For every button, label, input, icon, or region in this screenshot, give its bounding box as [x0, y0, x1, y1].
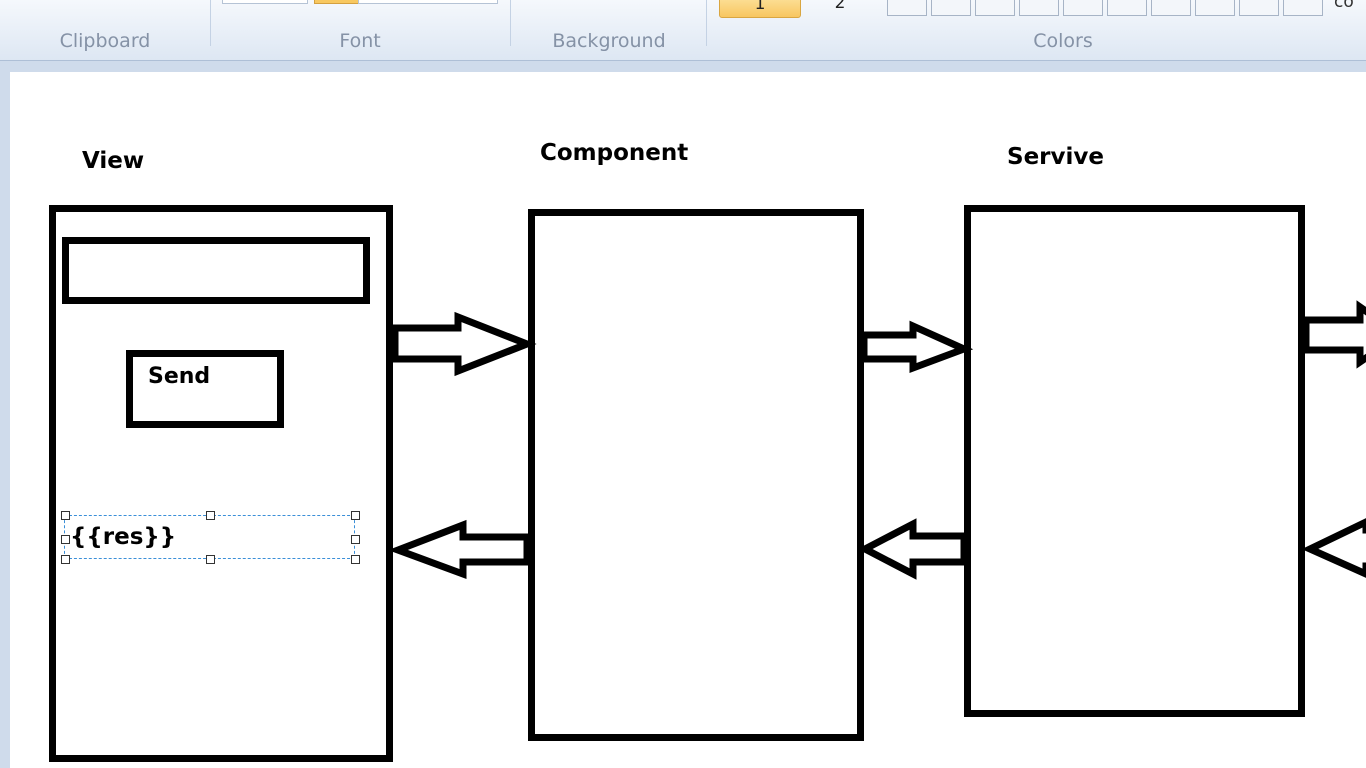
color-swatch[interactable] [931, 0, 971, 16]
color-1-button[interactable]: 1 [719, 0, 801, 18]
ribbon-separator [510, 0, 511, 46]
color-swatch[interactable] [1239, 0, 1279, 16]
color-swatch[interactable] [1107, 0, 1147, 16]
service-box [964, 205, 1305, 717]
color-swatch[interactable] [1195, 0, 1235, 16]
font-size-box[interactable] [358, 0, 498, 4]
group-label-colors: Colors [1033, 30, 1093, 52]
group-label-clipboard: Clipboard [59, 30, 151, 52]
res-text: {{res}} [70, 524, 177, 550]
ribbon-separator [706, 0, 707, 46]
arrow-left-icon [1301, 518, 1366, 578]
color-swatch[interactable] [1151, 0, 1191, 16]
arrow-left-icon [388, 519, 531, 580]
selection-handle[interactable] [206, 511, 215, 520]
edit-colors-label[interactable]: co [1334, 0, 1354, 12]
color-swatch[interactable] [975, 0, 1015, 16]
send-label: Send [148, 364, 211, 389]
selection-handle[interactable] [61, 511, 70, 520]
color-swatch[interactable] [1283, 0, 1323, 16]
selection-handle[interactable] [61, 555, 70, 564]
color-swatch[interactable] [1063, 0, 1103, 16]
arrow-right-icon [1302, 300, 1366, 369]
view-title: View [82, 148, 145, 174]
arrow-right-icon [391, 311, 537, 377]
input-field-box [62, 237, 370, 304]
group-label-background: Background [552, 30, 666, 52]
color-swatch[interactable] [1019, 0, 1059, 16]
color-2-button[interactable]: 2 [834, 0, 846, 13]
selection-handle[interactable] [351, 535, 360, 544]
selection-handle[interactable] [351, 555, 360, 564]
font-family-box[interactable] [222, 0, 308, 4]
selection-handle[interactable] [351, 511, 360, 520]
arrow-left-icon [857, 518, 968, 580]
color-swatch[interactable] [887, 0, 927, 16]
ribbon-separator [210, 0, 211, 46]
selection-handle[interactable] [206, 555, 215, 564]
ribbon: 1 2 co Clipboard Font Background Colors [0, 0, 1366, 61]
component-box [528, 209, 864, 741]
selection-handle[interactable] [61, 535, 70, 544]
service-title: Servive [1007, 144, 1104, 170]
send-button-box [126, 350, 284, 428]
arrow-right-icon [860, 320, 974, 374]
group-label-font: Font [339, 30, 381, 52]
component-title: Component [540, 140, 689, 166]
